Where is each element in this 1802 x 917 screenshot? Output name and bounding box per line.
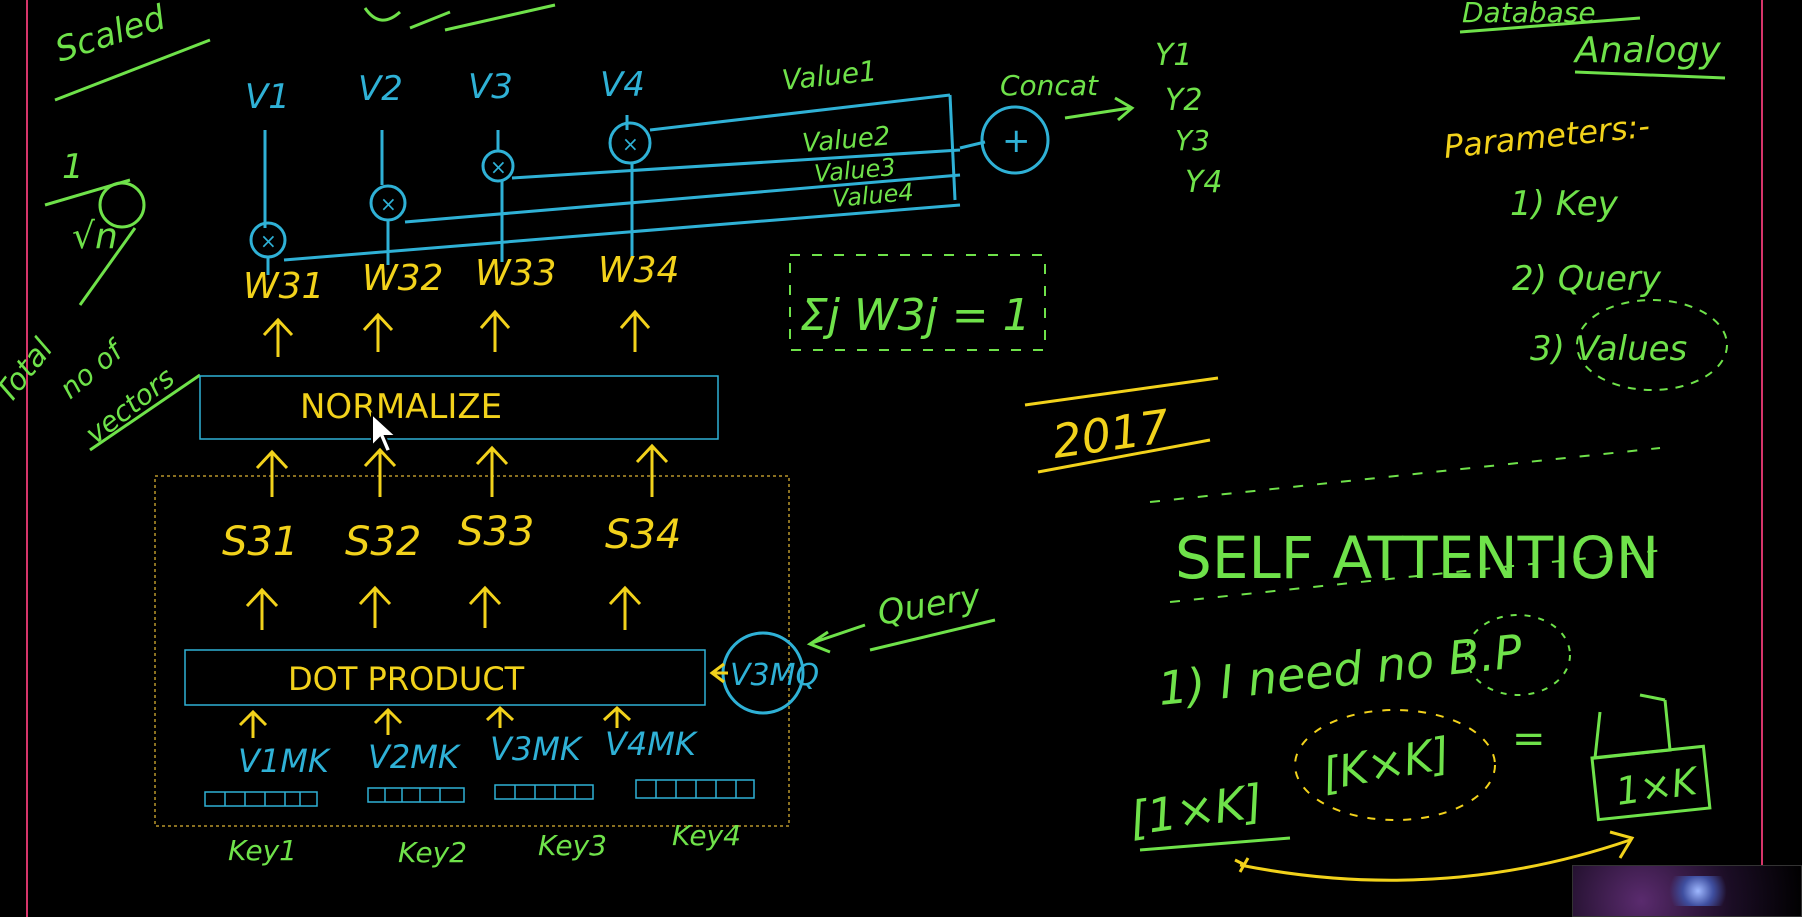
- parameter-item: 1) Key: [1510, 184, 1619, 224]
- key-input-label: V1MK: [238, 742, 332, 780]
- key-input-label: V2MK: [368, 738, 462, 776]
- analogy-label: Analogy: [1573, 30, 1721, 71]
- dot-product-label: DOT PRODUCT: [288, 660, 525, 698]
- weight-label: W34: [598, 250, 679, 291]
- query-vector-label: V3MQ: [730, 658, 819, 693]
- normalize-label: NORMALIZE: [300, 387, 502, 427]
- thumbnail-light: [1663, 876, 1733, 906]
- v-label: V3: [468, 67, 513, 107]
- concat-label: Concat: [1000, 69, 1099, 102]
- scaled-label: Scaled: [50, 0, 170, 71]
- scale-note-total: Total: [0, 332, 61, 410]
- parameter-item: 2) Query: [1512, 259, 1662, 299]
- scale-factor: 1 √n Total no of vectors: [0, 147, 201, 452]
- year-note: 2017: [1024, 376, 1219, 474]
- database-label: Database: [1462, 0, 1596, 29]
- key-name: Key3: [538, 829, 607, 862]
- key-input-arrows: [238, 705, 632, 738]
- weight-labels: W31 W32 W33 W34: [243, 250, 679, 307]
- score-labels: S31 S32 S33 S34: [222, 509, 681, 565]
- query-input: V3MQ Query: [709, 576, 996, 715]
- score-output-arrows: [255, 443, 669, 497]
- weight-label: W32: [362, 258, 443, 299]
- value-label: Value4: [831, 178, 915, 213]
- multiply-node: ×: [622, 132, 639, 156]
- key-input-label: V3MK: [490, 730, 584, 768]
- output-label: Y4: [1185, 165, 1222, 200]
- score-label: S31: [222, 519, 298, 565]
- plus-icon: +: [1002, 121, 1031, 161]
- weight-sum: Σj W3j = 1: [800, 290, 1031, 341]
- output-label: Y1: [1155, 38, 1192, 73]
- score-label: S32: [345, 519, 421, 565]
- key-name: Key1: [228, 834, 297, 867]
- value-label: Value1: [780, 54, 878, 97]
- v-label: V2: [358, 69, 403, 109]
- dot-product-box: DOT PRODUCT: [184, 649, 706, 706]
- video-thumbnail: [1572, 865, 1802, 917]
- output-label: Y2: [1165, 83, 1202, 118]
- matrix-middle: [K×K]: [1318, 728, 1454, 801]
- key-input-labels: V1MK V2MK V3MK V4MK: [238, 725, 699, 780]
- multiply-node: ×: [260, 229, 277, 253]
- key-input-label: V4MK: [605, 725, 699, 763]
- parameters-list: Parameters:- 1) Key 2) Query 3) Values: [1442, 107, 1728, 391]
- mouse-cursor-icon: [371, 412, 398, 454]
- self-attention-title: SELF ATTENTION: [1149, 447, 1666, 603]
- scale-numerator: 1: [62, 147, 84, 187]
- dot-product-output-arrows: [245, 585, 642, 630]
- weight-label: W33: [475, 253, 556, 294]
- weight-sum-box: Σj W3j = 1: [789, 254, 1046, 351]
- value-vectors: V1 V2 V3 V4 × × × ×: [245, 65, 986, 275]
- key-name: Key4: [672, 819, 741, 852]
- matrix-equals: =: [1512, 716, 1546, 762]
- key-name: Key2: [398, 836, 467, 869]
- v-label: V1: [245, 77, 290, 117]
- output-label: Y3: [1175, 124, 1210, 157]
- weight-label: W31: [243, 266, 324, 307]
- normalize-box: NORMALIZE: [199, 375, 719, 440]
- self-attention-label: SELF ATTENTION: [1175, 524, 1659, 592]
- top-right-partial: Database Analogy: [1459, 0, 1726, 80]
- parameters-title: Parameters:-: [1442, 107, 1652, 166]
- normalize-output-arrows: [262, 309, 651, 357]
- matrix-equation: [1×K] [K×K] = 1×K: [1126, 693, 1712, 882]
- multiply-node: ×: [380, 192, 397, 216]
- matrix-result: 1×K: [1613, 759, 1702, 814]
- v-label: V4: [600, 65, 645, 105]
- score-label: S33: [458, 509, 534, 555]
- parameter-item: 3) Values: [1530, 329, 1687, 369]
- value-label: Value2: [801, 121, 892, 159]
- need-note: 1) I need no B.P: [1156, 614, 1571, 716]
- scale-denominator: √n: [72, 216, 118, 257]
- key-names: Key1 Key2 Key3 Key4: [228, 819, 741, 869]
- multiply-node: ×: [490, 155, 507, 179]
- concat-arrow: [1064, 96, 1135, 122]
- matrix-left: [1×K]: [1126, 774, 1266, 846]
- concat-node: Concat +: [980, 69, 1135, 175]
- outputs: Y1 Y2 Y3 Y4: [1155, 38, 1222, 200]
- score-label: S34: [605, 512, 681, 558]
- concat-circle: [980, 105, 1050, 175]
- key-vectors: [204, 779, 755, 807]
